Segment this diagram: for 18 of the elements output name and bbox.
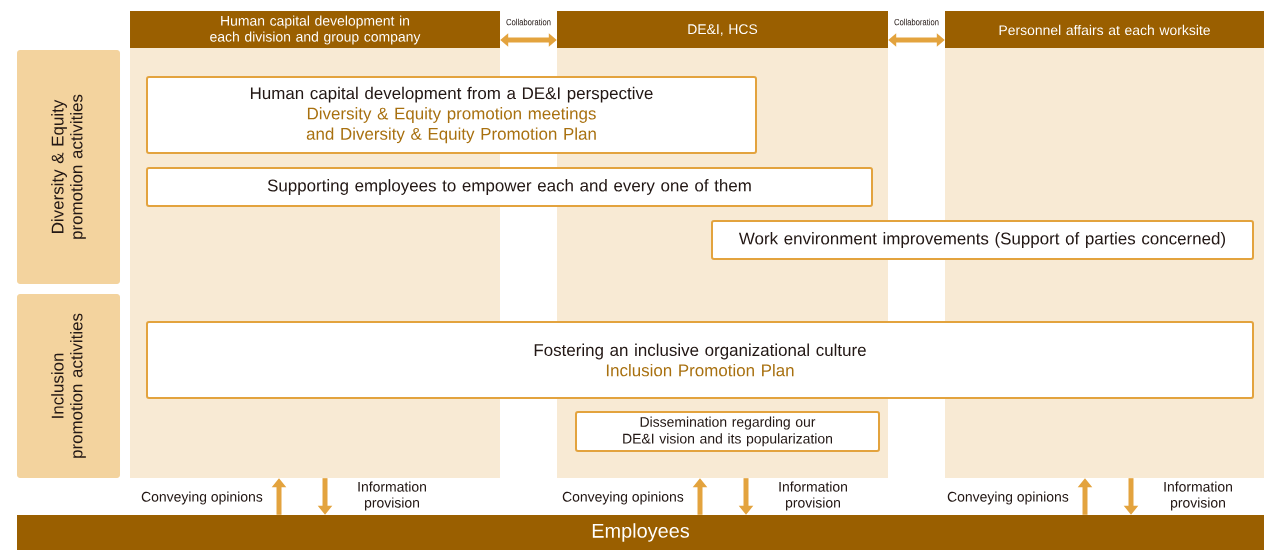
employees-bar: Employees xyxy=(17,515,1264,550)
activity-box: Human capital development from a DE&I perspective Diversity & Equity promotion meetings and Diversity & Equity Promotion Plan xyxy=(146,76,757,154)
side-label: Inclusion promotion activities xyxy=(17,294,120,478)
activity-box: Supporting employees to empower each and every one of them xyxy=(146,167,873,207)
edge-label: Information provision xyxy=(779,481,847,511)
edge-label: Conveying opinions xyxy=(947,491,1069,505)
edge-label: Conveying opinions xyxy=(141,491,263,505)
edge-label: Collaboration xyxy=(894,18,939,26)
arrow xyxy=(888,33,945,47)
edge-label: Collaboration xyxy=(506,18,551,26)
arrow xyxy=(500,33,557,47)
activity-box: Fostering an inclusive organizational culture Inclusion Promotion Plan xyxy=(146,321,1254,399)
edge-label: Conveying opinions xyxy=(562,491,684,505)
activity-box: Dissemination regarding our DE&I vision and its popularization xyxy=(575,411,880,452)
activity-box: Work environment improvements (Support of parties concerned) xyxy=(711,220,1254,260)
edge-label: Information provision xyxy=(1164,481,1232,511)
edge-label: Information provision xyxy=(358,481,426,511)
side-label: Diversity & Equity promotion activities xyxy=(17,50,120,284)
